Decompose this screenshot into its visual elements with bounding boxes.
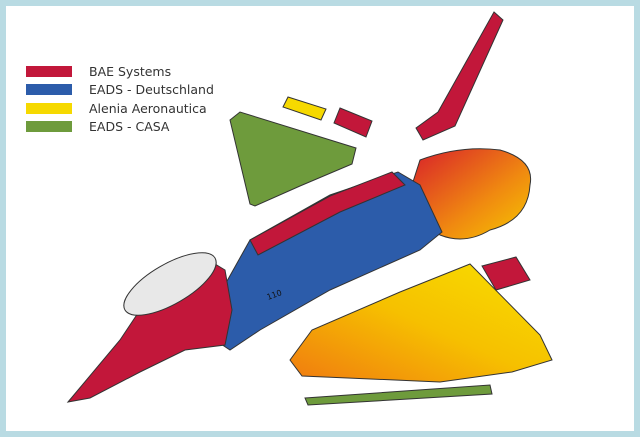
legend-swatch-red [26,65,72,77]
legend-label: Alenia Aeronautica [89,100,207,116]
panel-red-upper [333,107,373,138]
legend-swatch-green [26,121,72,133]
left-wing [229,111,357,207]
dorsal-spine [249,171,406,256]
center-fuselage [214,171,443,351]
legend-swatch-blue [26,84,72,96]
airbrake-panel [282,96,327,121]
legend: BAE Systems EADS - Deutschland Alenia Ae… [26,62,214,136]
panel-red-lower [481,256,531,291]
legend-item-bae: BAE Systems [26,62,214,81]
tail-fin [415,11,504,141]
legend-item-eads-casa: EADS - CASA [26,118,214,137]
legend-label: BAE Systems [89,63,172,79]
legend-item-alenia: Alenia Aeronautica [26,99,214,118]
flaperon-strip [304,384,493,406]
legend-label: EADS - CASA [89,119,170,135]
legend-label: EADS - Deutschland [89,82,214,98]
canopy [123,252,217,316]
right-wing [289,263,553,383]
legend-swatch-yellow [26,102,72,114]
legend-item-eads-deutschland: EADS - Deutschland [26,81,214,100]
